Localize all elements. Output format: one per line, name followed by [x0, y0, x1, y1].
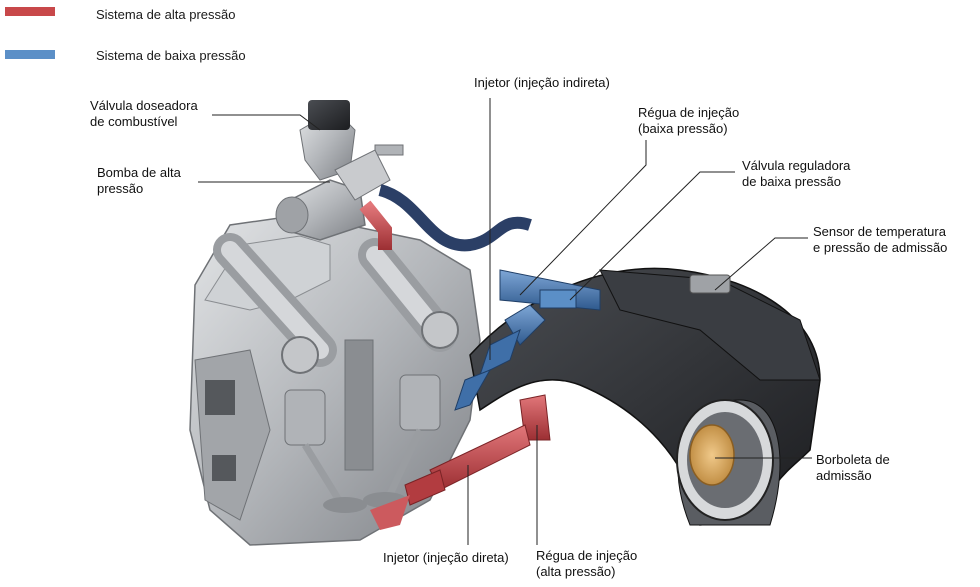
leader-line-sensor — [714, 237, 808, 291]
high-pressure-line — [359, 200, 392, 250]
legend-label-high-pressure: Sistema de alta pressão — [96, 7, 236, 22]
label-sensor-temperatura: Sensor de temperatura e pressão de admis… — [813, 224, 948, 255]
leader-line-regua-baixa — [519, 140, 647, 296]
label-bomba-alta: Bomba de alta pressão — [97, 165, 181, 196]
label-injetor-direta: Injetor (injeção direta) — [383, 550, 509, 565]
leader-line-valvula-doseadora — [212, 114, 321, 131]
throttle-plate — [689, 424, 735, 486]
intake-sensor — [689, 274, 731, 294]
camshafts — [213, 233, 459, 374]
legend-swatch-high-pressure — [5, 7, 55, 16]
legend-swatch-low-pressure — [5, 50, 55, 59]
label-regua-baixa: Régua de injeção (baixa pressão) — [638, 105, 740, 136]
label-regua-alta: Régua de injeção (alta pressão) — [536, 548, 638, 579]
high-pressure-pump — [275, 100, 404, 241]
label-valvula-reguladora: Válvula reguladora de baixa pressão — [742, 158, 851, 189]
high-pressure-rail — [370, 394, 551, 530]
legend-label-low-pressure: Sistema de baixa pressão — [96, 48, 246, 63]
leader-line-valvula-reguladora — [569, 171, 735, 301]
label-injetor-indireta: Injetor (injeção indireta) — [474, 75, 610, 90]
valve-springs — [284, 339, 441, 513]
low-pressure-hose — [378, 184, 532, 252]
label-borboleta: Borboleta de admissão — [816, 452, 890, 483]
label-valvula-doseadora: Válvula doseadora de combustível — [90, 98, 198, 129]
low-pressure-rail — [454, 269, 601, 411]
